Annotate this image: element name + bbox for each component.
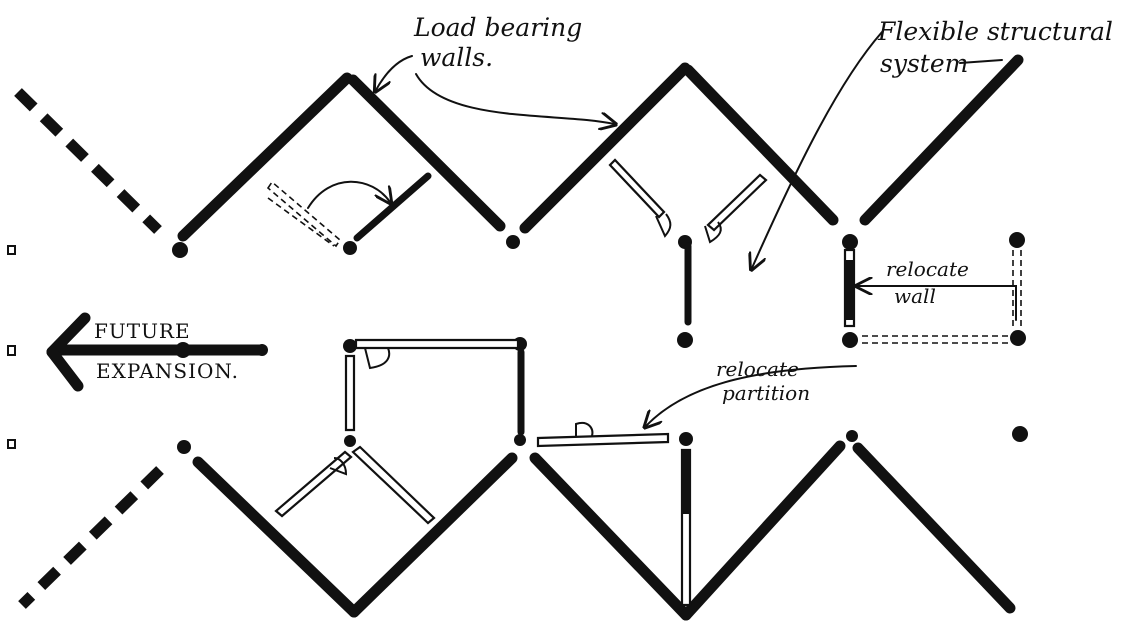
partition-left-door	[329, 457, 348, 476]
future-expansion-arrow	[46, 312, 268, 392]
future-expansion-head-lower	[46, 346, 84, 392]
label-load-bearing-2: walls.	[420, 43, 493, 72]
top-wall-segment-1	[177, 72, 353, 242]
rotation-arrow	[307, 180, 390, 209]
top-wall-segment-3	[519, 62, 691, 234]
door-swing-right	[704, 221, 722, 244]
node-bot-6	[1012, 426, 1028, 442]
node-mid-3	[343, 339, 357, 353]
flexible-system-underline	[959, 59, 1003, 64]
top-wall-segment-5	[859, 54, 1024, 226]
top-wall-segment-4	[682, 64, 839, 226]
load-bearing-arrows	[376, 55, 614, 124]
rotating-partition-area	[266, 172, 432, 248]
relocated-partition-door	[575, 422, 594, 437]
label-relocate-wall-2: wall	[894, 284, 936, 308]
future-expansion-head-upper	[46, 312, 91, 358]
bottom-wall-segment-4	[680, 440, 846, 621]
node-bot-5	[846, 430, 858, 442]
node-top-6	[1009, 232, 1025, 248]
partition-diagonal-right	[351, 445, 436, 525]
edge-mark-1	[7, 245, 16, 255]
top-left-dashed-wall	[14, 88, 162, 234]
relocated-partition-wall	[536, 432, 670, 448]
label-load-bearing-1: Load bearing	[413, 13, 582, 42]
annotation-labels: Load bearing walls. Flexible structural …	[94, 13, 1113, 405]
bottom-wall-segment-1	[192, 456, 360, 618]
door-panel-right	[706, 173, 768, 232]
bottom-vertical-wall	[680, 448, 692, 607]
flexible-system-arrow	[752, 31, 1003, 268]
door-panel-left	[608, 158, 666, 219]
node-top-3	[506, 235, 520, 249]
relocated-partition-area	[536, 365, 857, 448]
label-relocate-wall-1: relocate	[886, 257, 969, 281]
door-swing-left	[655, 213, 672, 238]
top-middle-doors	[608, 158, 768, 326]
relocate-wall-arrow	[858, 286, 1017, 321]
label-relocate-partition-2: partition	[722, 381, 810, 405]
room-top-wall	[354, 338, 520, 350]
flexible-system-arrow-line	[752, 31, 883, 268]
node-mid-6	[842, 332, 858, 348]
ghost-partition-original	[266, 180, 342, 248]
label-flexible-1: Flexible structural	[877, 17, 1113, 46]
top-load-bearing-walls	[14, 54, 1024, 242]
bottom-vertical-wall-fill	[683, 450, 689, 514]
label-expansion: EXPANSION.	[96, 359, 239, 383]
room-top-door	[364, 347, 391, 370]
load-bearing-arrow-right	[415, 73, 614, 124]
label-relocate-partition-1: relocate	[716, 357, 799, 381]
bottom-left-dashed-wall	[18, 466, 164, 609]
relocate-wall-area	[843, 248, 1022, 344]
edge-mark-3	[7, 439, 16, 449]
node-top-2	[343, 241, 357, 255]
node-mid-5	[677, 332, 693, 348]
bottom-wall-segment-3	[529, 452, 692, 621]
center-room	[274, 338, 525, 525]
node-top-1	[172, 242, 188, 258]
bottom-load-bearing-walls	[18, 440, 1016, 621]
bottom-wall-segment-5	[852, 442, 1016, 614]
load-bearing-arrow-left	[376, 55, 413, 90]
node-top-5	[842, 234, 858, 250]
node-bot-2	[344, 435, 356, 447]
bottom-wall-segment-2	[348, 452, 518, 618]
relocate-partition-arrow	[646, 365, 857, 426]
edge-mark-2	[7, 345, 16, 356]
node-bot-4	[679, 432, 693, 446]
partition-diagonal-left	[274, 450, 353, 518]
top-wall-segment-2	[347, 74, 506, 232]
ghost-partition-edge	[267, 197, 335, 247]
label-flexible-2: system	[880, 49, 968, 78]
room-left-wall	[344, 354, 356, 432]
wall-fill-top-5	[846, 260, 853, 320]
edge-marks	[7, 245, 16, 449]
node-mid-7	[1010, 330, 1026, 346]
node-bot-1	[177, 440, 191, 454]
label-future: FUTURE	[94, 319, 191, 343]
node-bot-3	[514, 434, 526, 446]
